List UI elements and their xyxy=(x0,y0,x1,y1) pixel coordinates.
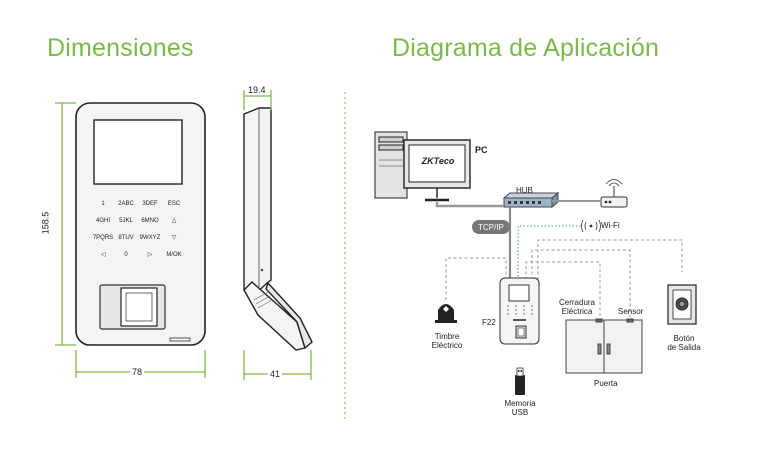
tcpip-badge xyxy=(472,220,510,234)
fingerprint-window xyxy=(120,287,158,327)
lock-label-line1: Cerradura xyxy=(558,298,595,307)
doorbell-icon xyxy=(435,304,457,323)
depth-total-label: 41 xyxy=(268,369,283,379)
sensor-label: Sensor xyxy=(618,307,644,316)
door xyxy=(565,318,643,374)
zkteco-logo: ZKTeco xyxy=(421,156,455,166)
sensor-part xyxy=(626,318,634,323)
keypad-key: ◁ xyxy=(101,252,106,258)
keypad-key: △ xyxy=(172,218,177,224)
exit-button-label-line2: de Salida xyxy=(667,343,701,352)
usb-label: Memoria USB xyxy=(500,399,540,417)
wifi-dot xyxy=(589,224,593,228)
keypad-key: 9WXYZ xyxy=(140,235,161,241)
pc-tower xyxy=(374,131,408,199)
keypad-key: M/OK xyxy=(166,252,181,258)
wifi-icon xyxy=(581,219,601,233)
keypad-key: ▷ xyxy=(148,252,153,258)
usb-slot xyxy=(169,337,191,342)
keypad-key: 3DEF xyxy=(142,201,158,207)
dimensions-heading: Dimensiones xyxy=(47,34,194,62)
device-keypad: 1 2ABC 3DEF ESC 4GHI 5JKL 6MNO △ 7PQRS 8TUV 9WXYZ ▽… xyxy=(93,201,182,258)
keypad-key: 4GHI xyxy=(96,218,110,224)
keypad-key: ESC xyxy=(168,201,181,207)
f22-label: F22 xyxy=(482,318,496,327)
keypad-key: 6MNO xyxy=(141,218,159,224)
wifi-router xyxy=(600,179,628,208)
usb-stick-icon xyxy=(515,367,525,395)
exit-button-icon xyxy=(667,284,697,325)
doorbell-label-line1: Timbre xyxy=(434,332,460,341)
lock-label: Cerradura Eléctrica xyxy=(553,298,601,316)
door-label: Puerta xyxy=(594,379,618,388)
application-diagram-heading: Diagrama de Aplicación xyxy=(392,34,660,62)
tcpip-label: TCP/IP xyxy=(478,223,504,232)
pc-label: PC xyxy=(475,145,488,155)
exit-button-label-line1: Botón xyxy=(673,334,695,343)
keypad-key: 2ABC xyxy=(118,201,134,207)
device-side-view xyxy=(243,107,313,351)
f22-device xyxy=(499,277,540,345)
doorbell-label: Timbre Eléctrico xyxy=(427,332,467,350)
depth-top-label: 19.4 xyxy=(248,85,266,95)
doorbell-label-line2: Eléctrico xyxy=(431,341,463,350)
usb-label-line2: USB xyxy=(511,408,529,417)
usb-label-line1: Memoria xyxy=(504,399,536,408)
electric-lock-part xyxy=(595,318,603,323)
keypad-key: 7PQRS xyxy=(93,235,113,241)
height-dimension xyxy=(55,102,76,346)
wiring-lines xyxy=(445,239,683,318)
device-screen xyxy=(93,119,183,185)
pc-hub-cable xyxy=(435,202,504,208)
pc-monitor xyxy=(403,139,471,202)
keypad-key: ▽ xyxy=(172,235,177,241)
keypad-key: 0 xyxy=(124,252,128,258)
width-label: 78 xyxy=(130,367,145,377)
height-label: 158.5 xyxy=(40,211,51,235)
keypad-key: 5JKL xyxy=(119,218,133,224)
exit-button-label: Botón de Salida xyxy=(664,334,704,352)
hub-label: HUB xyxy=(516,186,533,195)
lock-label-line2: Eléctrica xyxy=(561,307,593,316)
device-front-view: 1 2ABC 3DEF ESC 4GHI 5JKL 6MNO △ 7PQRS 8TUV 9WXYZ ▽… xyxy=(75,102,206,346)
depth-top-dimension xyxy=(243,90,272,110)
wifi-label: Wi-Fi xyxy=(601,221,620,230)
wifi-link xyxy=(517,225,582,280)
keypad-key: 1 xyxy=(101,201,105,207)
network-hub xyxy=(502,191,560,209)
keypad-key: 8TUV xyxy=(118,235,133,241)
